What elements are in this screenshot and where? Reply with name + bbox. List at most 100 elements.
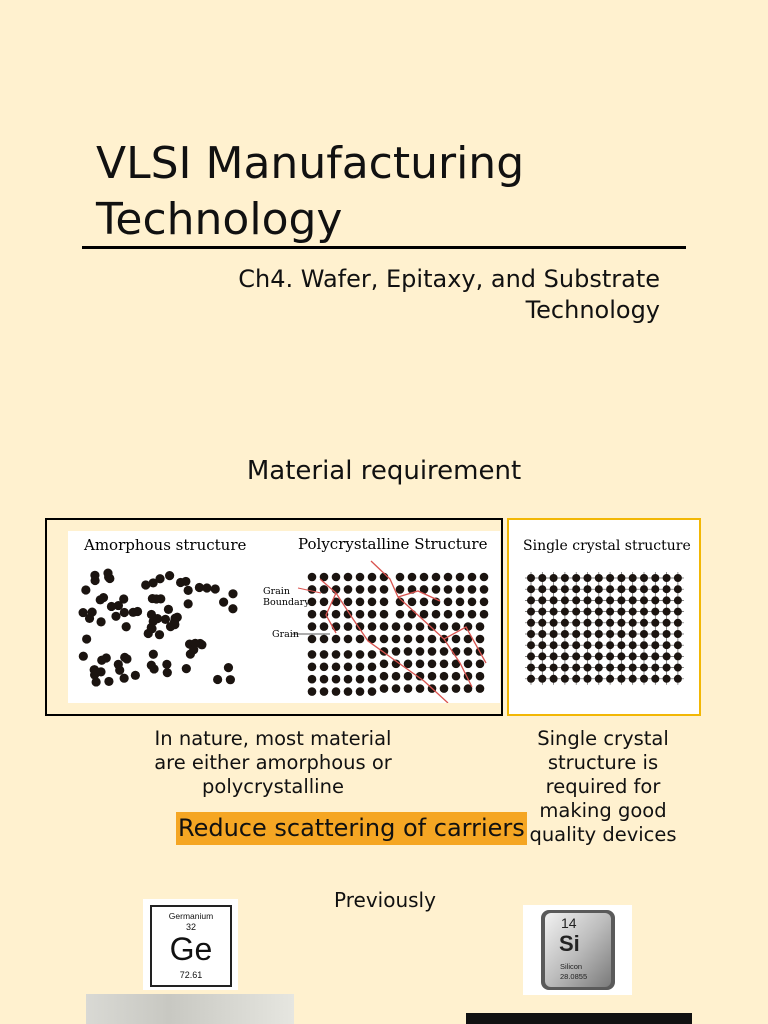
left-caption-line-1: In nature, most material xyxy=(154,727,392,750)
polycrystalline-atom xyxy=(427,622,437,631)
left-caption-line-3: polycrystalline xyxy=(202,775,344,798)
polycrystalline-atom xyxy=(355,674,365,684)
polycrystalline-atom xyxy=(331,674,341,684)
amorphous-atom xyxy=(154,630,165,640)
amorphous-atom xyxy=(202,583,212,593)
crystal-atom xyxy=(527,663,535,672)
highlight-callout: Reduce scattering of carriers xyxy=(176,812,527,845)
right-caption: Single crystal structure is required for… xyxy=(505,727,701,847)
polycrystalline-atom xyxy=(451,659,461,669)
polycrystalline-atom xyxy=(355,622,365,631)
title-divider xyxy=(82,246,686,249)
polycrystalline-atom xyxy=(439,659,449,669)
single-crystal-label: Single crystal structure xyxy=(523,538,691,554)
crystal-atom xyxy=(560,652,569,661)
polycrystalline-atom xyxy=(395,609,405,619)
crystal-atom xyxy=(606,607,615,616)
amorphous-atom xyxy=(96,667,106,677)
polycrystalline-atom xyxy=(431,585,441,594)
polycrystalline-atom xyxy=(439,684,449,693)
crystal-atom xyxy=(606,674,615,683)
polycrystalline-atom xyxy=(463,622,473,631)
crystal-atom xyxy=(628,663,637,672)
polycrystalline-atom xyxy=(355,634,365,644)
crystal-atom xyxy=(594,641,603,650)
polycrystalline-atom xyxy=(475,659,485,669)
title-line-1: VLSI Manufacturing xyxy=(96,138,525,189)
crystal-atom xyxy=(606,596,615,605)
amorphous-atom xyxy=(181,664,191,674)
amorphous-atom xyxy=(106,601,117,612)
polycrystalline-atom xyxy=(343,609,353,619)
polycrystalline-atom xyxy=(379,585,389,594)
polycrystalline-atom xyxy=(307,572,317,582)
amorphous-atom xyxy=(82,634,92,644)
crystal-atom xyxy=(538,574,547,582)
polycrystalline-atom xyxy=(391,659,401,669)
crystal-atom xyxy=(549,630,558,638)
crystal-atom xyxy=(560,674,569,683)
right-caption-line-2: structure is xyxy=(547,751,659,774)
amorphous-atom xyxy=(81,585,91,595)
crystal-atom xyxy=(606,652,615,661)
polycrystalline-atom xyxy=(403,659,413,669)
amorphous-atom xyxy=(113,600,123,611)
previously-label: Previously xyxy=(334,888,436,912)
crystal-atom xyxy=(651,607,660,616)
crystal-atom xyxy=(640,574,648,582)
crystal-atom xyxy=(640,641,648,650)
crystal-atom xyxy=(527,630,535,638)
germanium-symbol: Ge xyxy=(169,931,213,967)
amorphous-atom xyxy=(96,617,106,627)
germanium-mass: 72.61 xyxy=(179,970,203,980)
polycrystalline-atom xyxy=(355,662,365,672)
crystal-atom xyxy=(549,607,558,616)
crystal-atom xyxy=(640,652,648,661)
polycrystalline-atom xyxy=(331,572,341,582)
polycrystalline-atom xyxy=(415,671,425,681)
crystal-atom xyxy=(662,663,671,672)
polycrystalline-atom xyxy=(463,684,473,693)
left-caption-line-2: are either amorphous or xyxy=(154,751,392,774)
crystal-atom xyxy=(662,574,671,582)
crystal-atom xyxy=(527,574,535,582)
crystal-atom xyxy=(651,585,660,594)
crystal-atom xyxy=(527,674,535,683)
amorphous-atom xyxy=(228,604,238,614)
crystal-atom xyxy=(673,652,682,661)
left-caption: In nature, most material are either amor… xyxy=(114,727,432,799)
crystal-atom xyxy=(594,630,603,638)
crystal-atom xyxy=(572,641,581,650)
crystal-atom xyxy=(617,641,626,650)
amorphous-atom xyxy=(78,651,88,661)
polycrystalline-atom xyxy=(467,585,477,594)
crystal-atom xyxy=(560,663,569,672)
polycrystalline-atom xyxy=(367,597,377,607)
polycrystalline-atom xyxy=(403,622,413,631)
polycrystalline-atom xyxy=(443,572,453,582)
crystal-atom xyxy=(640,596,648,605)
crystal-atom xyxy=(640,630,648,638)
silicon-element-tile: 14 Si Silicon 28.0855 xyxy=(523,905,632,995)
silicon-symbol: Si xyxy=(559,931,580,956)
right-caption-line-4: making good xyxy=(539,799,667,822)
polycrystalline-atom xyxy=(415,634,425,644)
polycrystalline-atom xyxy=(355,572,365,582)
polycrystalline-atom xyxy=(355,597,365,607)
crystal-atom xyxy=(662,618,671,627)
crystal-atom xyxy=(673,607,682,616)
polycrystalline-atom xyxy=(419,597,429,607)
polycrystalline-atom xyxy=(367,674,377,684)
crystal-atom xyxy=(617,574,626,582)
polycrystalline-atom xyxy=(443,597,453,607)
crystal-atom xyxy=(583,652,592,661)
crystal-atom xyxy=(527,596,535,605)
polycrystalline-atom xyxy=(455,572,465,582)
crystal-atom xyxy=(538,630,547,638)
polycrystalline-atom xyxy=(427,671,437,681)
amorphous-atom xyxy=(87,607,97,617)
crystal-atom xyxy=(594,674,603,683)
polycrystalline-atom xyxy=(463,659,473,669)
amorphous-atom xyxy=(228,589,238,599)
polycrystalline-atom xyxy=(475,684,485,693)
